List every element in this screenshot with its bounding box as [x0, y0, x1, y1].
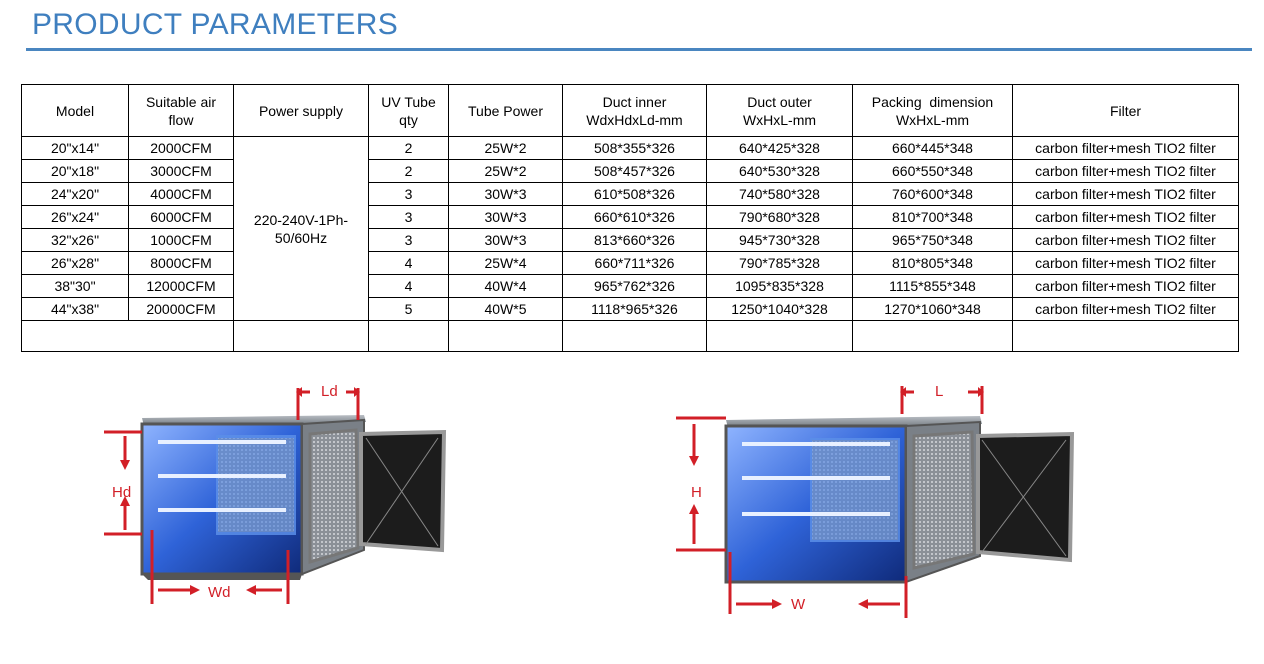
table-row: 44"x38" 20000CFM 5 40W*5 1118*965*326 12… — [21, 297, 1239, 321]
cell-tube-power: 30W*3 — [448, 182, 563, 206]
outer-length-label: L — [935, 383, 944, 400]
cell-duct-inner: 610*508*326 — [562, 182, 707, 206]
cell-filter: carbon filter+mesh TIO2 filter — [1012, 274, 1239, 298]
cell-duct-outer: 640*530*328 — [706, 159, 853, 183]
cell-flow: 8000CFM — [128, 251, 234, 275]
cell-packing: 760*600*348 — [852, 182, 1013, 206]
cell-filter: carbon filter+mesh TIO2 filter — [1012, 251, 1239, 275]
cell-duct-inner: 813*660*326 — [562, 228, 707, 252]
table-row: 24"x20" 4000CFM 3 30W*3 610*508*326 740*… — [21, 182, 1239, 206]
cell-model: 38"30" — [21, 274, 129, 298]
inner-length-label: Ld — [321, 383, 338, 400]
cell-tube-power: 25W*2 — [448, 136, 563, 160]
cell-duct-outer: 1095*835*328 — [706, 274, 853, 298]
table-row: 32"x26" 1000CFM 3 30W*3 813*660*326 945*… — [21, 228, 1239, 252]
cell-tube-power: 25W*2 — [448, 159, 563, 183]
cell-duct-outer: 640*425*328 — [706, 136, 853, 160]
header-tube-power: Tube Power — [448, 84, 563, 137]
dimension-markers — [676, 386, 984, 618]
table-row: 38"30" 12000CFM 4 40W*4 965*762*326 1095… — [21, 274, 1239, 298]
table-empty-row — [21, 320, 1239, 352]
outer-height-label: H — [691, 484, 702, 501]
cell-filter: carbon filter+mesh TIO2 filter — [1012, 159, 1239, 183]
cell-qty: 3 — [368, 205, 449, 229]
cell-duct-outer: 740*580*328 — [706, 182, 853, 206]
cell-filter: carbon filter+mesh TIO2 filter — [1012, 136, 1239, 160]
dimension-markers — [104, 387, 360, 604]
cell-duct-inner: 1118*965*326 — [562, 297, 707, 321]
cell-packing: 1115*855*348 — [852, 274, 1013, 298]
cell-model: 26"x28" — [21, 251, 129, 275]
cell-flow: 12000CFM — [128, 274, 234, 298]
cell-tube-power: 25W*4 — [448, 251, 563, 275]
cell-duct-outer: 1250*1040*328 — [706, 297, 853, 321]
cell-filter: carbon filter+mesh TIO2 filter — [1012, 297, 1239, 321]
cell-packing: 810*700*348 — [852, 205, 1013, 229]
cell-tube-power: 30W*3 — [448, 205, 563, 229]
table-row: 20"x18" 3000CFM 2 25W*2 508*457*326 640*… — [21, 159, 1239, 183]
cell-packing: 1270*1060*348 — [852, 297, 1013, 321]
cell-duct-inner: 660*711*326 — [562, 251, 707, 275]
cell-flow: 4000CFM — [128, 182, 234, 206]
header-model: Model — [21, 84, 129, 137]
cell-model: 26"x24" — [21, 205, 129, 229]
cell-packing: 810*805*348 — [852, 251, 1013, 275]
cell-qty: 2 — [368, 159, 449, 183]
cell-duct-inner: 508*457*326 — [562, 159, 707, 183]
cell-duct-inner: 965*762*326 — [562, 274, 707, 298]
table-row: 26"x24" 6000CFM 3 30W*3 660*610*326 790*… — [21, 205, 1239, 229]
cell-flow: 2000CFM — [128, 136, 234, 160]
cell-model: 24"x20" — [21, 182, 129, 206]
cell-duct-outer: 790*785*328 — [706, 251, 853, 275]
cell-power-supply: 220-240V-1Ph-50/60Hz — [233, 136, 369, 321]
cell-model: 44"x38" — [21, 297, 129, 321]
cell-qty: 2 — [368, 136, 449, 160]
outer-width-label: W — [791, 596, 806, 613]
inner-width-label: Wd — [208, 584, 231, 601]
cell-flow: 6000CFM — [128, 205, 234, 229]
cell-flow: 1000CFM — [128, 228, 234, 252]
cell-packing: 965*750*348 — [852, 228, 1013, 252]
cell-model: 32"x26" — [21, 228, 129, 252]
cell-tube-power: 40W*4 — [448, 274, 563, 298]
cell-filter: carbon filter+mesh TIO2 filter — [1012, 182, 1239, 206]
cell-model: 20"x18" — [21, 159, 129, 183]
cell-duct-outer: 790*680*328 — [706, 205, 853, 229]
header-power-supply: Power supply — [233, 84, 369, 137]
cell-filter: carbon filter+mesh TIO2 filter — [1012, 228, 1239, 252]
cell-flow: 20000CFM — [128, 297, 234, 321]
title-underline — [26, 48, 1252, 51]
cell-qty: 5 — [368, 297, 449, 321]
cell-qty: 4 — [368, 274, 449, 298]
cell-tube-power: 30W*3 — [448, 228, 563, 252]
cell-duct-inner: 660*610*326 — [562, 205, 707, 229]
cell-packing: 660*550*348 — [852, 159, 1013, 183]
cell-duct-inner: 508*355*326 — [562, 136, 707, 160]
cell-packing: 660*445*348 — [852, 136, 1013, 160]
cell-qty: 4 — [368, 251, 449, 275]
cell-model: 20"x14" — [21, 136, 129, 160]
cell-flow: 3000CFM — [128, 159, 234, 183]
duct-inner-dimension-diagram — [104, 387, 447, 604]
duct-outer-dimension-diagram — [676, 386, 1075, 618]
cell-qty: 3 — [368, 182, 449, 206]
table-row: 20"x14" 2000CFM 220-240V-1Ph-50/60Hz 2 2… — [21, 136, 1239, 321]
cell-qty: 3 — [368, 228, 449, 252]
cell-filter: carbon filter+mesh TIO2 filter — [1012, 205, 1239, 229]
page-title: PRODUCT PARAMETERS — [32, 8, 399, 41]
inner-height-label: Hd — [112, 484, 132, 501]
header-filter: Filter — [1012, 84, 1239, 137]
uv-duct-unit-illustration — [724, 416, 1075, 584]
cell-duct-outer: 945*730*328 — [706, 228, 853, 252]
table-row: 26"x28" 8000CFM 4 25W*4 660*711*326 790*… — [21, 251, 1239, 275]
uv-duct-unit-illustration — [140, 415, 447, 580]
cell-tube-power: 40W*5 — [448, 297, 563, 321]
